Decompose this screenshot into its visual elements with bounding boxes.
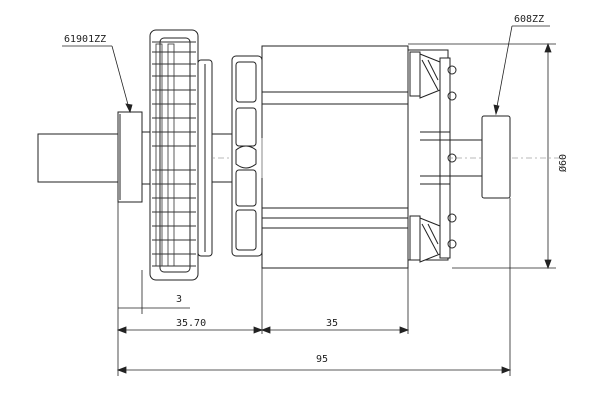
bearing-right xyxy=(481,115,511,199)
label-dim-35-70: 35.70 xyxy=(176,318,206,329)
label-diameter: Ø60 xyxy=(557,154,569,172)
leader-bearing-right xyxy=(493,25,550,116)
label-dim-3: 3 xyxy=(176,294,182,305)
commutator xyxy=(407,49,457,263)
leader-bearing-left xyxy=(62,45,133,114)
fan xyxy=(149,29,213,281)
label-dim-35: 35 xyxy=(326,318,338,329)
label-bearing-left: 61901ZZ xyxy=(64,34,106,45)
dim-diameter xyxy=(408,42,556,270)
shaft-right xyxy=(448,139,482,177)
bearing-left xyxy=(117,111,143,203)
dimension-lines xyxy=(116,198,512,376)
armature-core xyxy=(261,45,409,269)
label-bearing-right: 608ZZ xyxy=(514,14,544,25)
labels: 61901ZZ 608ZZ Ø60 3 35.70 35 95 xyxy=(64,14,569,365)
label-dim-95: 95 xyxy=(316,354,328,365)
winding-left xyxy=(231,55,263,257)
